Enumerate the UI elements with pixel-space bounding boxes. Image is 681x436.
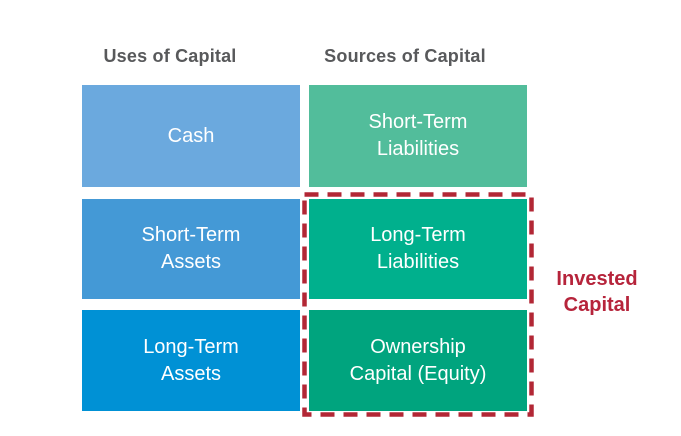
ownership-capital-label-line1: Ownership bbox=[370, 335, 466, 358]
invested-capital-label-line2: Capital bbox=[563, 294, 631, 316]
cash-box: Cash bbox=[82, 85, 300, 187]
invested-capital-label-line1: Invested bbox=[556, 268, 638, 290]
invested-capital-label: Invested Capital bbox=[538, 266, 656, 318]
ownership-capital-label-line2: Capital (Equity) bbox=[349, 362, 487, 385]
short-term-assets-label-line1: Short-Term bbox=[141, 224, 241, 246]
uses-of-capital-header: Uses of Capital bbox=[103, 46, 237, 66]
sources-of-capital-header: Sources of Capital bbox=[324, 46, 486, 66]
short-term-assets-label-line2: Assets bbox=[160, 251, 222, 273]
short-term-liabilities-box: Short-Term Liabilities bbox=[309, 85, 527, 187]
short-term-assets-box: Short-Term Assets bbox=[82, 199, 300, 299]
long-term-liabilities-label-line2: Liabilities bbox=[376, 251, 460, 273]
ownership-capital-box: Ownership Capital (Equity) bbox=[309, 310, 527, 411]
cash-label: Cash bbox=[167, 124, 215, 147]
short-term-liabilities-label-line1: Short-Term bbox=[368, 111, 468, 133]
long-term-assets-box: Long-Term Assets bbox=[82, 310, 300, 411]
long-term-liabilities-label-line1: Long-Term bbox=[370, 224, 466, 246]
short-term-liabilities-label-line2: Liabilities bbox=[376, 138, 460, 160]
long-term-assets-label-line2: Assets bbox=[160, 362, 222, 385]
long-term-assets-label-line1: Long-Term bbox=[143, 335, 239, 358]
long-term-liabilities-box: Long-Term Liabilities bbox=[309, 199, 527, 299]
